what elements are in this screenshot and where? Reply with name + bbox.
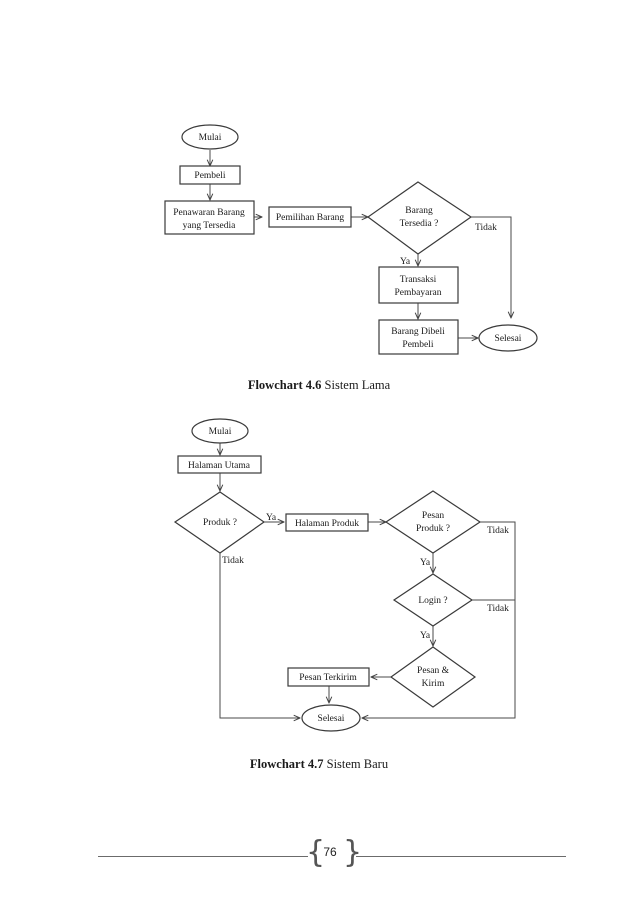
flowchart-new: Mulai Halaman Utama Produk ? Halaman Pro… <box>173 418 516 732</box>
node-bought-label-1: Barang Dibeli <box>391 327 445 337</box>
node-login-label: Login ? <box>418 596 447 606</box>
edge-label-product-no: Tidak <box>222 556 244 566</box>
node-send-label-2: Kirim <box>422 679 445 689</box>
node-home <box>177 455 262 474</box>
node-order-label-1: Pesan <box>422 511 444 521</box>
footer-brace-right: } <box>343 835 363 870</box>
node-send-decision <box>389 646 477 708</box>
node-sent-label: Pesan Terkirim <box>299 673 357 683</box>
node-start-label: Mulai <box>209 427 232 437</box>
edge-label-login-yes: Ya <box>420 631 431 641</box>
footer-brace-left: { <box>306 835 326 870</box>
node-offer-label-1: Penawaran Barang <box>173 208 245 218</box>
edge-product-no-end <box>219 553 300 718</box>
caption-flowchart-new: Flowchart 4.7 Sistem Baru <box>0 757 638 772</box>
node-send-label-1: Pesan & <box>417 666 450 676</box>
node-end-label: Selesai <box>318 714 345 724</box>
node-select <box>268 206 352 228</box>
node-select-label: Pemilihan Barang <box>276 213 345 223</box>
edge-label-login-no: Tidak <box>487 604 509 614</box>
node-end <box>478 324 538 352</box>
node-bought-label-2: Pembeli <box>402 340 433 350</box>
node-end <box>301 704 361 732</box>
node-transaction <box>378 266 459 304</box>
footer-line-right <box>356 856 566 857</box>
caption-old-label: Flowchart 4.6 <box>247 378 322 392</box>
caption-old-text: Sistem Lama <box>321 378 391 392</box>
node-buyer <box>179 165 241 185</box>
node-start-label: Mulai <box>199 133 222 143</box>
node-bought <box>378 319 459 355</box>
edge-available-no-end <box>471 216 511 318</box>
node-product-label: Produk ? <box>203 518 237 528</box>
node-product-page <box>285 513 369 532</box>
node-home-label: Halaman Utama <box>188 461 251 471</box>
caption-flowchart-old: Flowchart 4.6 Sistem Lama <box>0 378 638 393</box>
edge-label-product-yes: Ya <box>266 513 277 523</box>
edge-label-order-yes: Ya <box>420 558 431 568</box>
node-transaction-label-2: Pembayaran <box>395 288 442 298</box>
node-sent <box>287 667 370 687</box>
edge-order-no-end <box>362 521 516 718</box>
node-order-label-2: Produk ? <box>416 524 450 534</box>
caption-new-text: Sistem Baru <box>323 757 389 771</box>
node-transaction-label-1: Transaksi <box>400 275 437 285</box>
node-product-page-label: Halaman Produk <box>295 519 359 529</box>
node-order-decision <box>384 490 482 554</box>
node-start <box>191 418 249 444</box>
node-start <box>181 124 239 150</box>
node-available-label-1: Barang <box>405 206 433 216</box>
footer-line-left <box>98 856 308 857</box>
edge-label-no: Tidak <box>475 223 497 233</box>
edge-label-order-no: Tidak <box>487 526 509 536</box>
node-available-decision <box>366 181 473 255</box>
edge-label-yes: Ya <box>400 257 411 267</box>
caption-new-label: Flowchart 4.7 <box>249 757 324 771</box>
node-end-label: Selesai <box>495 334 522 344</box>
node-login-decision <box>392 573 474 627</box>
node-buyer-label: Pembeli <box>194 171 225 181</box>
node-product-decision <box>173 491 266 554</box>
page-number: 76 <box>323 845 337 859</box>
node-offer <box>164 200 255 235</box>
flowchart-old: Mulai Pembeli Penawaran Barang yang Ters… <box>164 124 538 355</box>
node-offer-label-2: yang Tersedia <box>183 221 236 231</box>
node-available-label-2: Tersedia ? <box>400 219 439 229</box>
